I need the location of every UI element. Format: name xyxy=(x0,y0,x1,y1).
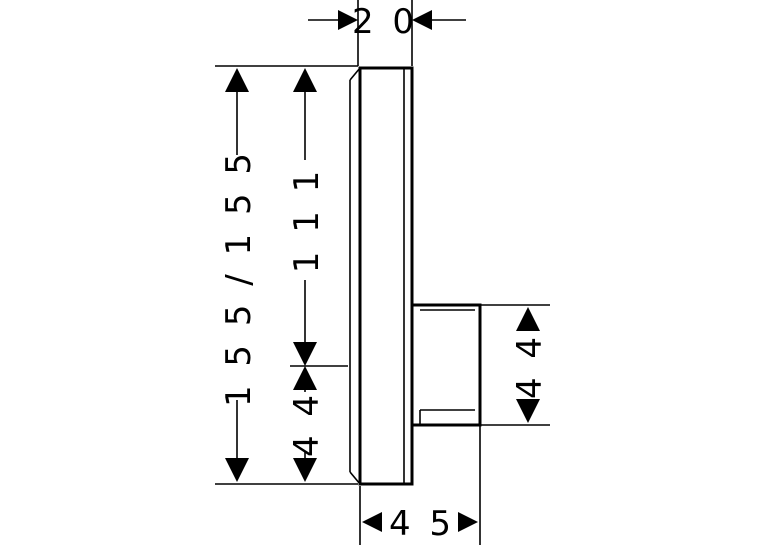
dimension-lower-height-right xyxy=(480,304,550,426)
dimension-label-lower-height-right: 4 4 xyxy=(510,333,550,399)
dimension-bottom-width xyxy=(359,425,481,545)
dimension-label-bottom-width: 4 5 xyxy=(389,504,455,544)
dimension-label-top-width: 2 0 xyxy=(352,2,418,42)
dimension-label-upper-height: 1 1 1 xyxy=(287,167,327,274)
cover-plate xyxy=(349,66,414,486)
dimension-upper-height xyxy=(293,68,317,366)
dimension-total-height xyxy=(225,68,249,482)
dimension-top-width xyxy=(308,0,466,66)
dimension-lower-height-left xyxy=(293,366,317,482)
dimension-label-lower-height-left: 4 4 xyxy=(287,391,327,457)
dimension-extension-lines xyxy=(215,65,358,485)
rear-housing xyxy=(412,303,482,427)
dimension-label-total-height: 1 5 5 / 1 5 5 xyxy=(219,149,259,407)
